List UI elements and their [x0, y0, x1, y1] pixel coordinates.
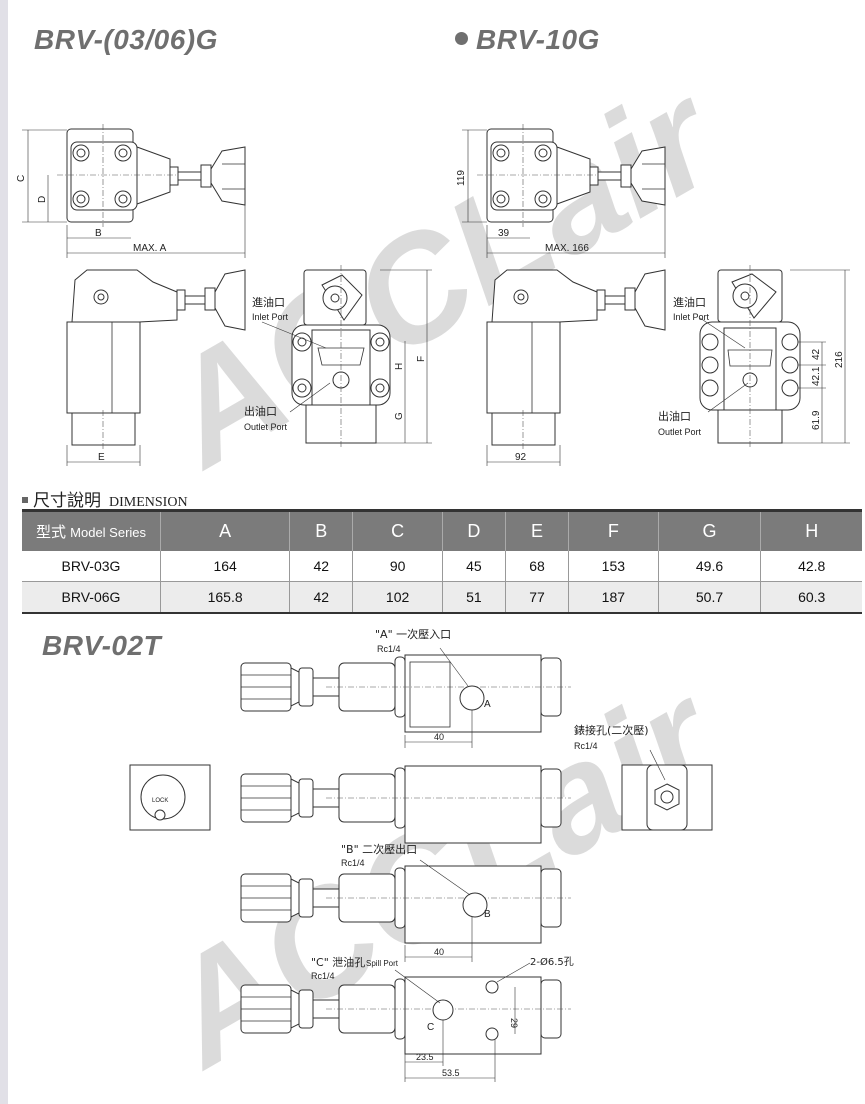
table-header-row: 型式 Model Series A B C D E F G H — [22, 509, 862, 551]
dim-max-166: MAX. 166 — [545, 243, 589, 254]
dimension-heading-en: DIMENSION — [109, 495, 188, 510]
bullet-icon — [455, 32, 468, 46]
brv-02t-view-a — [240, 654, 572, 733]
dimension-heading: 尺寸說明 DIMENSION — [22, 486, 188, 511]
header-col: H — [760, 509, 862, 551]
cell: 50.7 — [657, 581, 761, 614]
inlet-port-label-zh-10g: 進油口 — [673, 295, 706, 309]
dim-b: B — [95, 228, 102, 239]
cell: 51 — [441, 581, 506, 614]
front-view-10g — [699, 264, 801, 449]
inlet-port-label-en-10g: Inlet Port — [673, 312, 710, 322]
inlet-port-label-en: Inlet Port — [252, 312, 289, 322]
cell-model: BRV-03G — [22, 551, 161, 582]
dim-53-5: 53.5 — [442, 1068, 460, 1078]
port-a-letter: A — [484, 699, 491, 710]
table-row: BRV-06G 165.8 42 102 51 77 187 50.7 60.3 — [22, 581, 862, 614]
inlet-port-label-zh: 進油口 — [252, 295, 285, 309]
dimension-table: 型式 Model Series A B C D E F G H BRV-03G … — [22, 509, 862, 614]
dim-40-b: 40 — [434, 947, 444, 957]
port-b-thread: Rc1/4 — [341, 858, 365, 868]
header-model-series: 型式 Model Series — [22, 509, 161, 551]
brv-02t-view-side — [240, 765, 572, 844]
dim-29: 29 — [509, 1018, 519, 1028]
port-a-label: "A" 一次壓入口 — [375, 627, 451, 641]
dimension-lines-02t — [394, 647, 666, 1082]
dim-d: D — [37, 196, 48, 203]
cell: 165.8 — [159, 581, 290, 614]
port-c-thread: Rc1/4 — [311, 971, 335, 981]
square-bullet-icon — [22, 496, 28, 503]
dim-h: H — [394, 363, 405, 370]
dim-f: F — [416, 356, 427, 362]
page-left-border — [0, 0, 8, 1104]
dimension-heading-zh: 尺寸說明 — [33, 491, 101, 510]
dim-61-9: 61.9 — [811, 410, 822, 430]
outlet-port-label-en-10g: Outlet Port — [658, 427, 702, 437]
top-view-0306g — [56, 123, 246, 228]
dim-c: C — [16, 175, 27, 182]
title-brv-10g: BRV-10G — [455, 24, 600, 56]
port-b-letter: B — [484, 909, 491, 920]
cell: 42.8 — [760, 551, 862, 582]
cell: 42 — [289, 551, 353, 582]
dimension-lines-10g — [462, 129, 850, 466]
gauge-port-thread: Rc1/4 — [574, 741, 598, 751]
cell: 45 — [441, 551, 506, 582]
dim-216: 216 — [834, 351, 845, 368]
header-model-zh: 型式 — [35, 524, 66, 541]
header-col: G — [657, 509, 761, 551]
port-c-letter: C — [427, 1022, 434, 1033]
port-a-thread: Rc1/4 — [377, 644, 401, 654]
header-col: B — [289, 509, 353, 551]
outlet-port-label-zh: 出油口 — [244, 404, 277, 418]
dim-g: G — [394, 412, 405, 420]
dim-42-1: 42.1 — [811, 366, 822, 386]
header-col: C — [352, 509, 443, 551]
cell: 90 — [352, 551, 443, 582]
port-b-label: "B" 二次壓出口 — [341, 842, 417, 856]
header-col: A — [159, 509, 290, 551]
cell: 60.3 — [760, 581, 862, 614]
title-brv-0306g: BRV-(03/06)G — [34, 24, 218, 55]
cell: 102 — [352, 581, 443, 614]
dim-42: 42 — [811, 348, 822, 360]
dim-e: E — [98, 452, 105, 463]
cell-model: BRV-06G — [22, 581, 161, 614]
table-row: BRV-03G 164 42 90 45 68 153 49.6 42.8 — [22, 551, 862, 582]
header-col: D — [441, 509, 506, 551]
cell: 49.6 — [657, 551, 761, 582]
cell: 153 — [568, 551, 659, 582]
outlet-port-label-zh-10g: 出油口 — [658, 409, 691, 423]
cell: 68 — [504, 551, 569, 582]
cell: 42 — [289, 581, 353, 614]
dim-92: 92 — [515, 452, 527, 463]
header-col: E — [504, 509, 569, 551]
dim-max-a: MAX. A — [133, 243, 167, 254]
title-brv-10g-text: BRV-10G — [476, 24, 600, 55]
dim-40-a: 40 — [434, 732, 444, 742]
title-brv-02t: BRV-02T — [42, 630, 162, 661]
cell: 77 — [504, 581, 569, 614]
header-col: F — [568, 509, 659, 551]
mounting-holes-label: 2-Ø6.5孔 — [530, 956, 574, 968]
port-c-label-en: Spill Port — [366, 959, 399, 968]
port-c-label: "C" 泄油孔 — [311, 955, 365, 969]
cell: 187 — [568, 581, 659, 614]
dim-119: 119 — [456, 170, 467, 186]
dim-23-5: 23.5 — [416, 1052, 434, 1062]
header-model-en: Model Series — [70, 525, 147, 540]
side-view-10g — [486, 269, 666, 451]
lock-label: LOCK — [152, 798, 168, 804]
cell: 164 — [159, 551, 290, 582]
dim-39: 39 — [498, 228, 510, 239]
outlet-port-label-en: Outlet Port — [244, 422, 288, 432]
gauge-port-label: 錶接孔(二次壓) — [574, 723, 649, 737]
dimension-lines-0306g — [22, 129, 432, 466]
